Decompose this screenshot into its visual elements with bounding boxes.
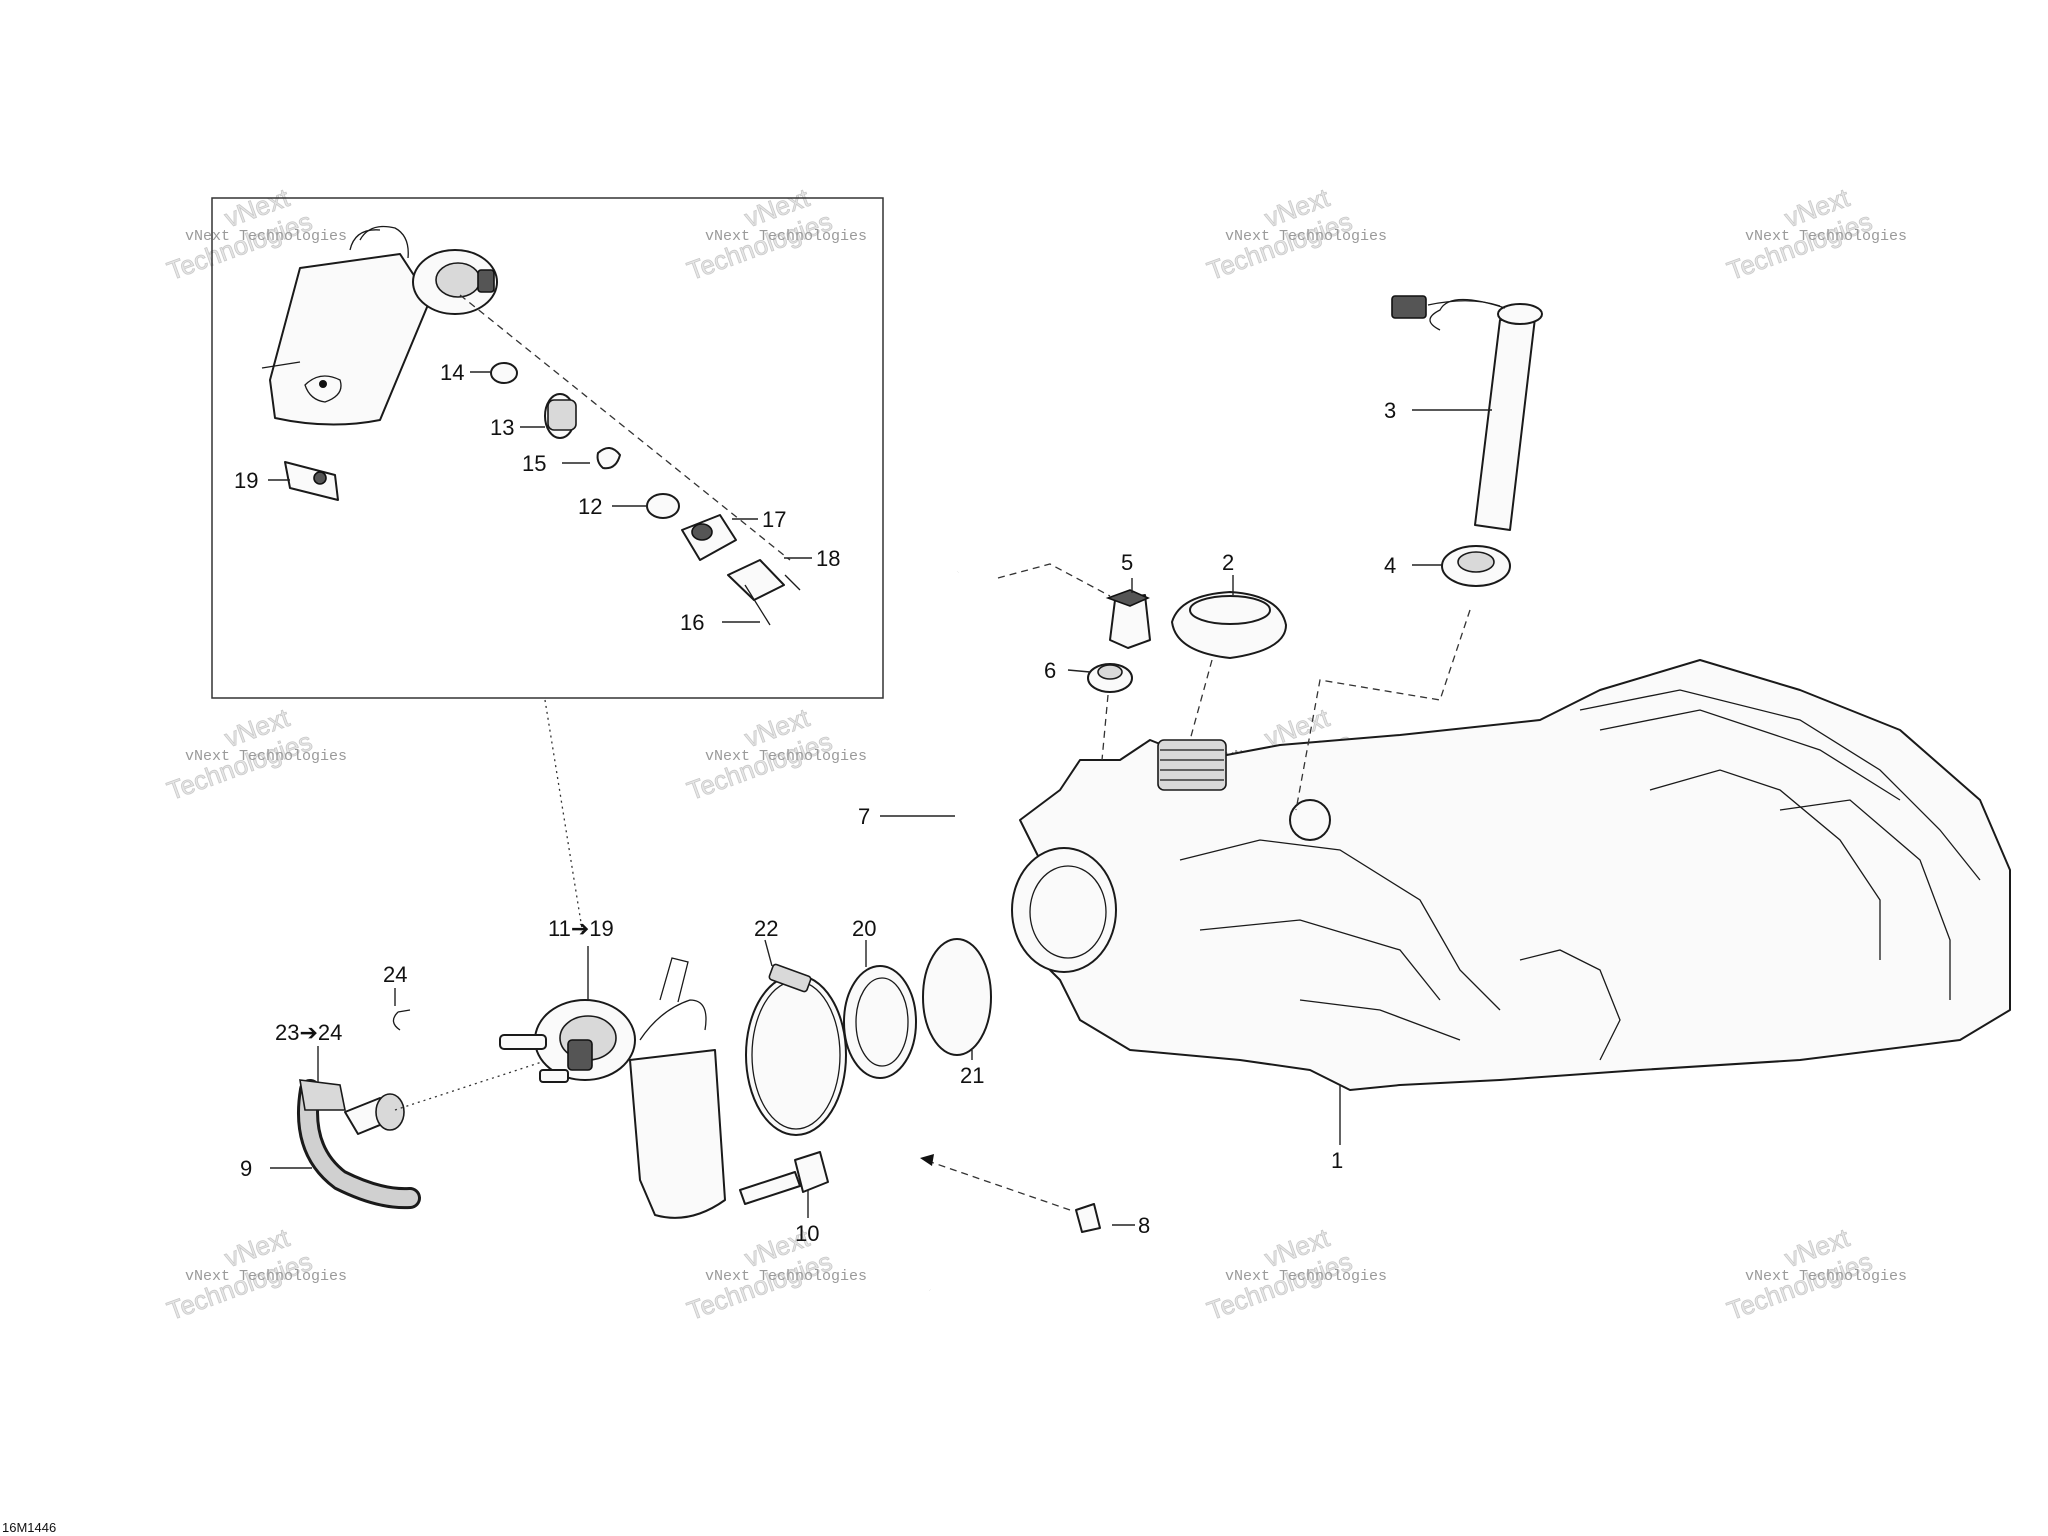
- watermark-9: Technologies vNext vNext Technologies: [163, 1222, 347, 1327]
- svg-text:vNext Technologies: vNext Technologies: [1225, 228, 1387, 245]
- callout-3: 3: [1384, 398, 1396, 423]
- callout-16: 16: [680, 610, 704, 635]
- locking-ring: [843, 965, 917, 1079]
- inset-part-19-bracket: [284, 461, 339, 501]
- watermark-3: Technologies vNext vNext Technologies: [1203, 182, 1387, 287]
- inset-plate-18: [727, 559, 785, 601]
- hose-clamp: [745, 963, 847, 1136]
- callout-17: 17: [762, 507, 786, 532]
- callout-13: 13: [490, 415, 514, 440]
- callout-1: 1: [1331, 1148, 1343, 1173]
- watermark-5: Technologies vNext vNext Technologies: [163, 702, 347, 807]
- callout-6: 6: [1044, 658, 1056, 683]
- callout-14: 14: [440, 360, 464, 385]
- watermark-11: Technologies vNext vNext Technologies: [1203, 1222, 1387, 1327]
- callout-21: 21: [960, 1063, 984, 1088]
- sender-dash-line: [1295, 609, 1471, 811]
- fuel-pump-module: [499, 957, 726, 1219]
- callout-18: 18: [816, 546, 840, 571]
- vent-hose: [889, 563, 1111, 1291]
- watermark-6: Technologies vNext vNext Technologies: [683, 702, 867, 807]
- callout-2: 2: [1222, 550, 1234, 575]
- cap-dash-line: [1189, 659, 1213, 741]
- inset-oring-12: [646, 493, 680, 519]
- callout-15: 15: [522, 451, 546, 476]
- sender-grommet: [1441, 545, 1511, 587]
- inset-fuel-pump: [261, 225, 791, 561]
- inset-filter-13: [544, 393, 577, 439]
- mounting-bolt: [739, 1151, 829, 1205]
- pump-o-ring: [922, 938, 992, 1056]
- svg-text:vNext Technologies: vNext Technologies: [705, 1268, 867, 1285]
- fuel-outlet-hose: [297, 1059, 549, 1210]
- drawing-code: 16M1446: [2, 1520, 56, 1535]
- retaining-clip: [392, 1009, 411, 1031]
- watermark-12: Technologies vNext vNext Technologies: [1723, 1222, 1907, 1327]
- vent-grommet: [1087, 663, 1133, 693]
- watermark-4: Technologies vNext vNext Technologies: [1723, 182, 1907, 287]
- inset-regulator-17: [681, 514, 737, 561]
- callout-5: 5: [1121, 550, 1133, 575]
- inset-detail-box: [211, 197, 884, 699]
- watermark-10: Technologies vNext vNext Technologies: [683, 1222, 867, 1327]
- callout-7: 7: [858, 804, 870, 829]
- svg-text:vNext Technologies: vNext Technologies: [185, 1268, 347, 1285]
- callouts: 1 2 3 4 5 6 7 8 9 10 11➔19 12 13 14 15 1…: [234, 360, 1396, 1246]
- svg-text:vNext Technologies: vNext Technologies: [1225, 1268, 1387, 1285]
- callout-20: 20: [852, 916, 876, 941]
- inset-oring-14: [490, 362, 518, 384]
- vent-valve: [1105, 589, 1151, 649]
- inset-screws-16: [744, 574, 801, 626]
- callout-12: 12: [578, 494, 602, 519]
- svg-text:vNext Technologies: vNext Technologies: [705, 228, 867, 245]
- leader-lines: [268, 371, 1492, 1226]
- callout-24: 24: [383, 962, 407, 987]
- callout-11-19: 11➔19: [548, 916, 614, 941]
- vent-dash-line: [1101, 694, 1109, 761]
- fuel-level-sender: [1391, 295, 1543, 531]
- inset-seal-15: [596, 447, 621, 470]
- callout-8: 8: [1138, 1213, 1150, 1238]
- svg-text:vNext Technologies: vNext Technologies: [1745, 1268, 1907, 1285]
- callout-4: 4: [1384, 553, 1396, 578]
- callout-22: 22: [754, 916, 778, 941]
- callout-9: 9: [240, 1156, 252, 1181]
- svg-text:vNext Technologies: vNext Technologies: [185, 228, 347, 245]
- callout-23-24: 23➔24: [275, 1020, 342, 1045]
- svg-text:vNext Technologies: vNext Technologies: [1745, 228, 1907, 245]
- callout-10: 10: [795, 1221, 819, 1246]
- svg-text:vNext Technologies: vNext Technologies: [185, 748, 347, 765]
- svg-text:vNext Technologies: vNext Technologies: [705, 748, 867, 765]
- hose-clip: [920, 1154, 1101, 1233]
- fuel-tank: [1011, 659, 2011, 1091]
- filler-cap: [1171, 591, 1287, 659]
- inset-link-line: [544, 699, 584, 936]
- callout-19: 19: [234, 468, 258, 493]
